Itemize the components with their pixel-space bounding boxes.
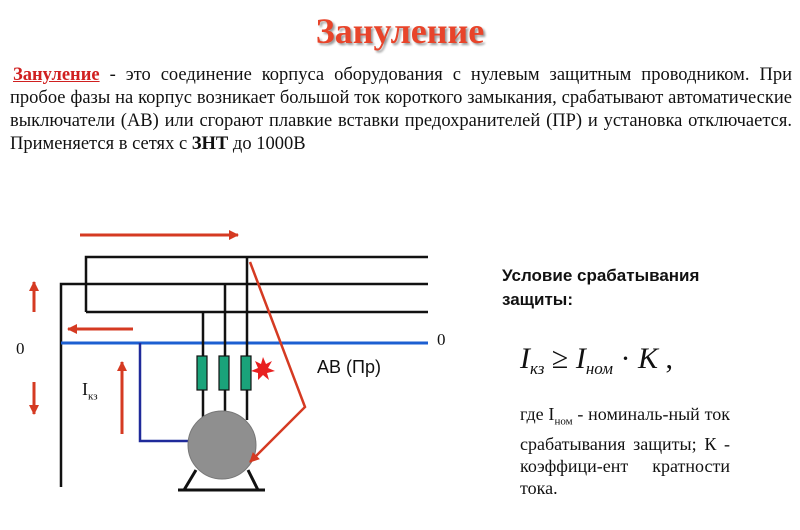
intro-paragraph: Зануление - это соединение корпуса обору…	[10, 64, 792, 156]
breaker-3	[240, 355, 252, 391]
condition-title: Условие срабатывания защиты:	[502, 266, 700, 309]
motor-housing	[187, 410, 257, 480]
phase-wires	[59, 255, 428, 487]
short-circuit-current-label: Iкз	[82, 379, 98, 403]
intro-bold-term: ЗНТ	[191, 134, 229, 154]
protective-neutral-wire	[138, 343, 205, 443]
intro-text: - это соединение корпуса оборудования с …	[10, 65, 792, 154]
circuit-breakers	[196, 355, 252, 391]
zero-label-left: 0	[16, 339, 25, 358]
motor-feed-wires	[201, 257, 249, 420]
phase-wire-1	[84, 255, 428, 312]
formula-explanation: где Iном - номиналь-ный ток срабатывания…	[520, 404, 730, 498]
breaker-label: АВ (Пр)	[317, 357, 381, 377]
zero-label-right: 0	[437, 330, 446, 349]
motor-stand	[178, 469, 265, 492]
intro-text-end: до 1000В	[228, 134, 306, 154]
phase-wire-2	[59, 282, 428, 487]
trip-condition-formula: Iкз ≥ Iном · K ,	[520, 342, 673, 378]
breaker-2	[218, 355, 230, 391]
fault-spark-icon	[251, 357, 275, 380]
fault-current-path	[248, 261, 307, 463]
intro-term: Зануление	[13, 65, 100, 85]
slide-title: Зануление	[315, 11, 485, 51]
breaker-1	[196, 355, 208, 391]
